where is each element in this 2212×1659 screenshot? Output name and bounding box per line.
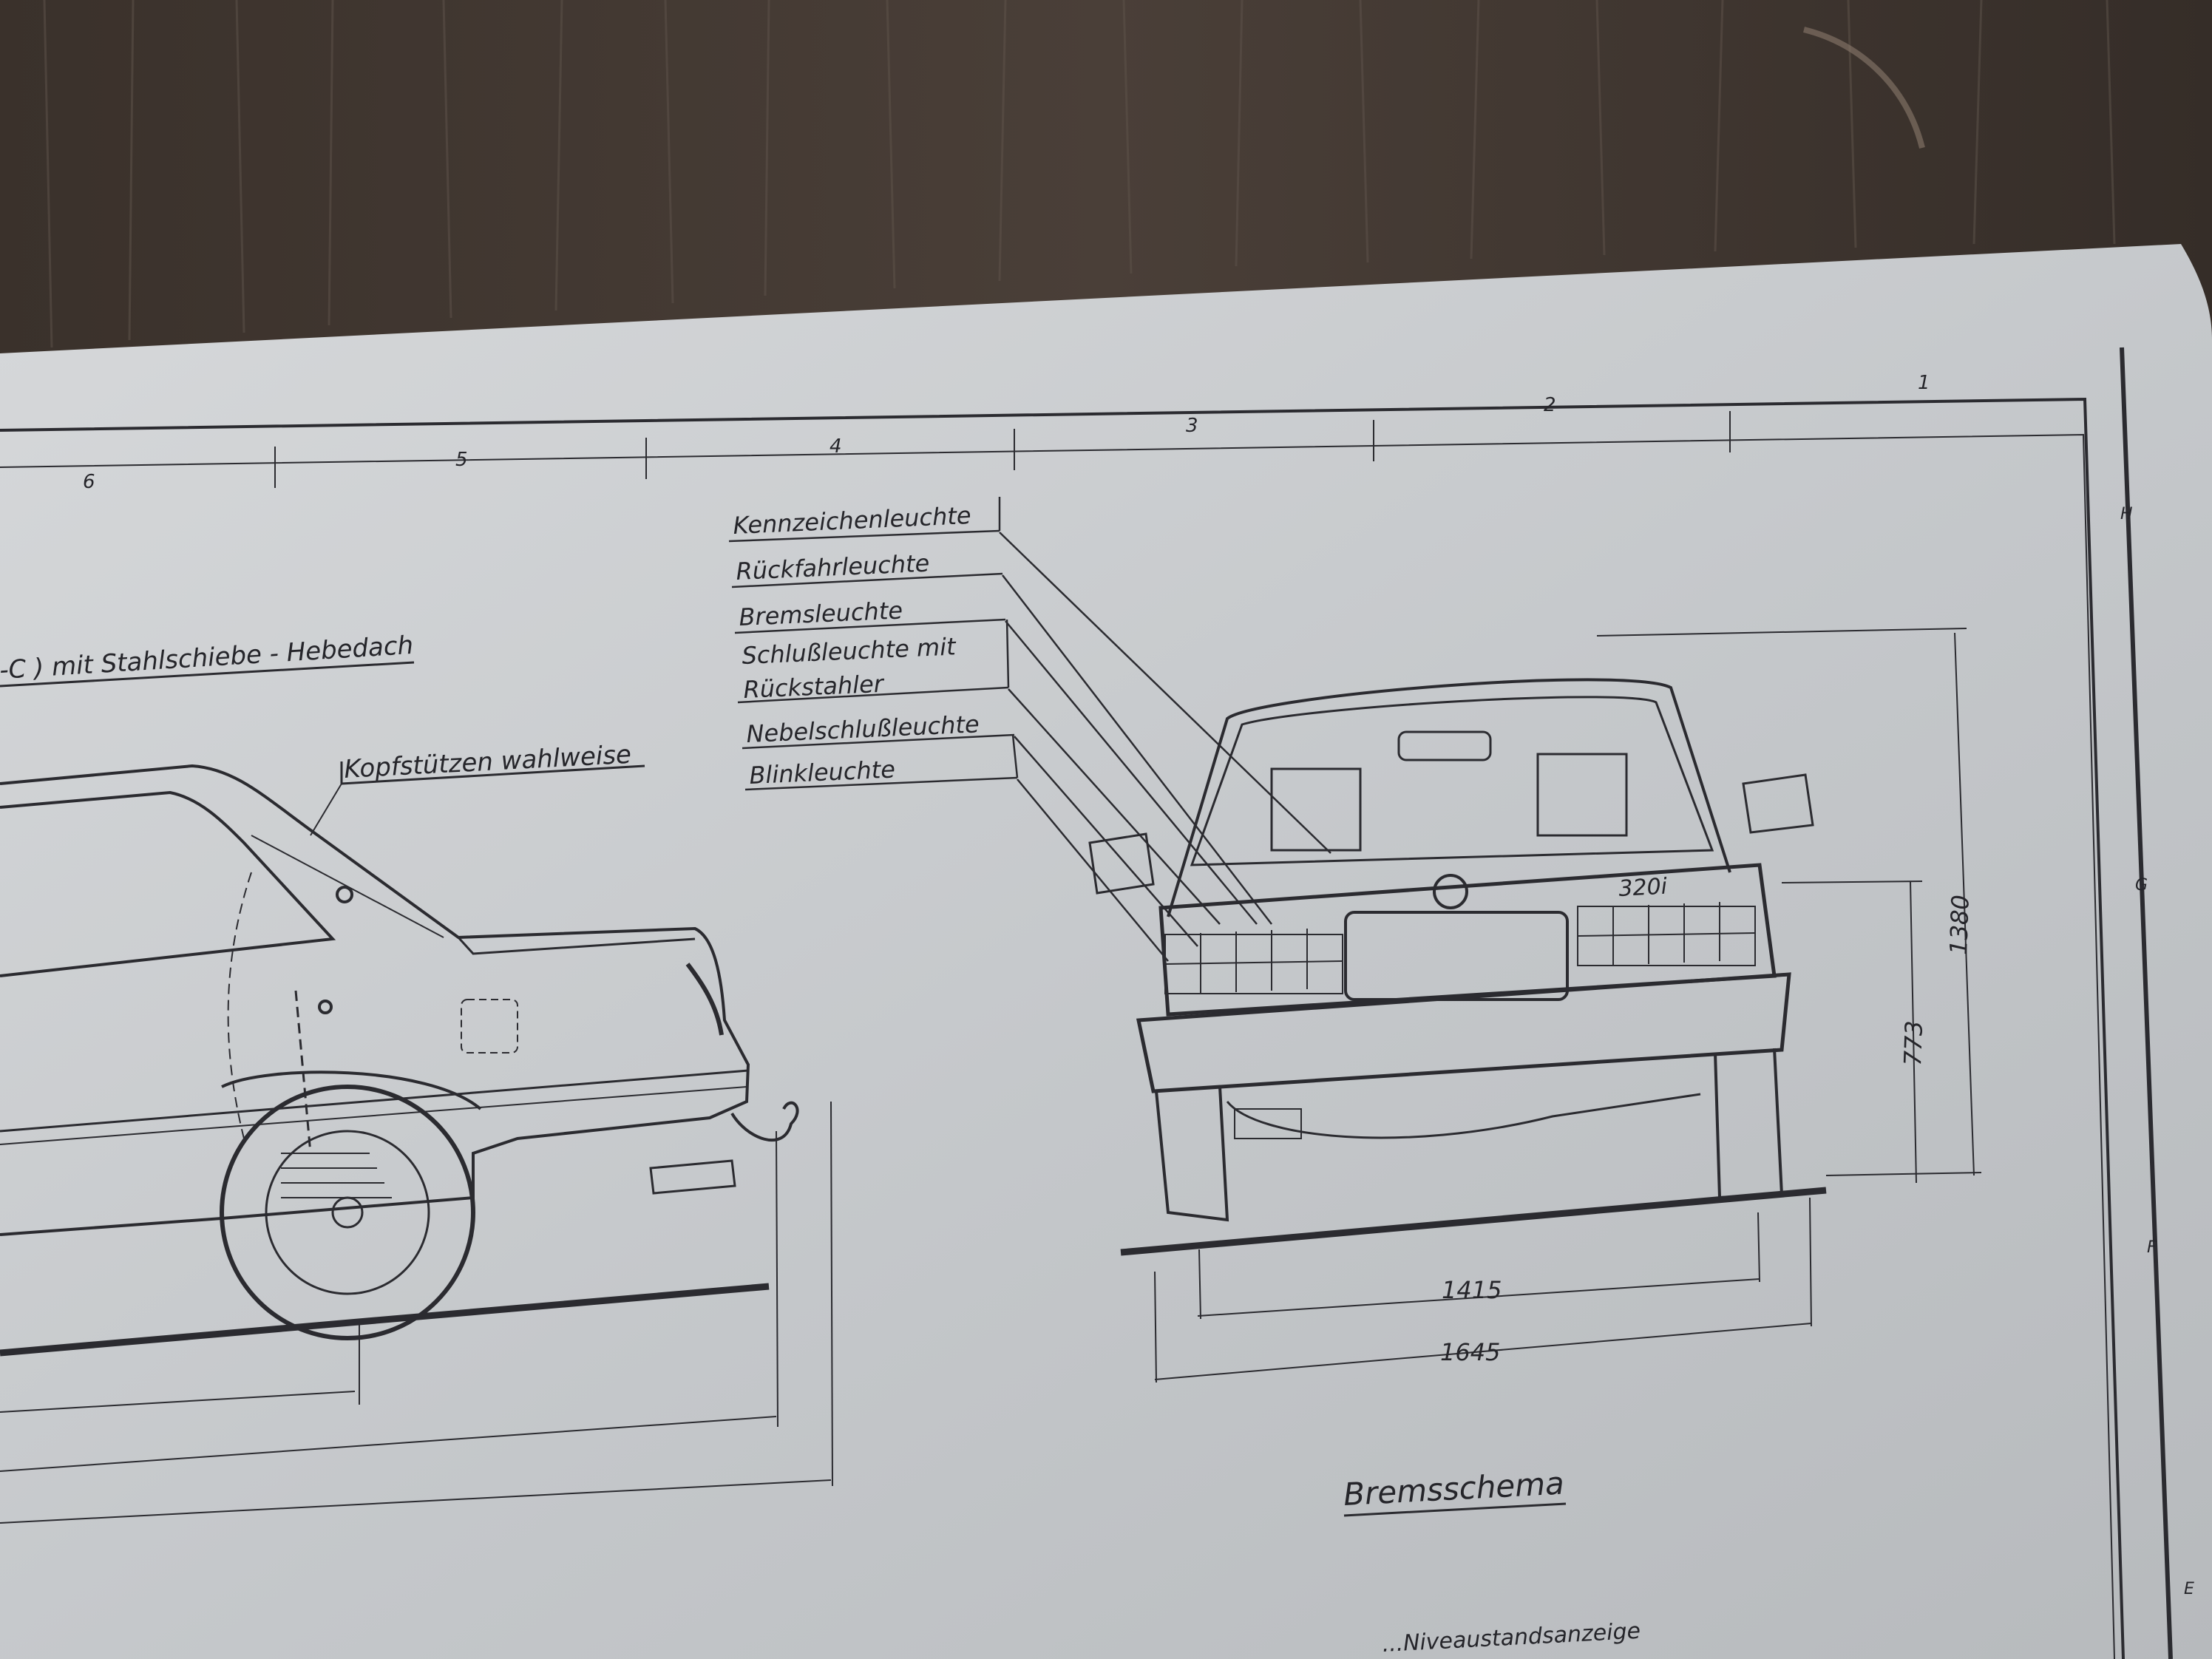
row-letter: H (2120, 505, 2133, 523)
column-numbers: 6 5 4 3 2 1 (83, 372, 1930, 493)
rear-view-dimensions (1120, 628, 1982, 1383)
side-view-dimensions (0, 1101, 833, 1524)
rear-view-car (1088, 678, 1814, 1222)
paper-sheet (0, 244, 2212, 1659)
column-number: 1 (1918, 372, 1930, 394)
row-letters: H G F E (2120, 505, 2194, 1598)
track-dimension: 1415 (1442, 1276, 1502, 1304)
right-tail-light (1577, 902, 1756, 966)
model-badge: 320i (1618, 874, 1669, 902)
row-letter: G (2135, 876, 2148, 895)
column-number: 2 (1544, 394, 1556, 416)
column-number: 4 (830, 435, 842, 458)
wood-knot (1803, 27, 1925, 149)
column-number: 5 (455, 449, 468, 471)
width-dimension: 1645 (1440, 1338, 1500, 1366)
leader-lines (728, 497, 1331, 962)
column-number: 3 (1186, 415, 1198, 437)
left-tail-light (1164, 929, 1343, 994)
bumper-height-dimension: 773 (1899, 1020, 1928, 1066)
side-view-car (0, 764, 799, 1340)
drawing-frame (0, 347, 2173, 1659)
height-dimension: 1380 (1944, 895, 1975, 956)
row-letter: E (2184, 1580, 2194, 1598)
rear-wheel (220, 1085, 475, 1340)
column-number: 6 (83, 471, 95, 493)
row-letter: F (2147, 1238, 2157, 1257)
wood-grain (43, 0, 2116, 348)
bmw-roundel (1433, 874, 1468, 909)
